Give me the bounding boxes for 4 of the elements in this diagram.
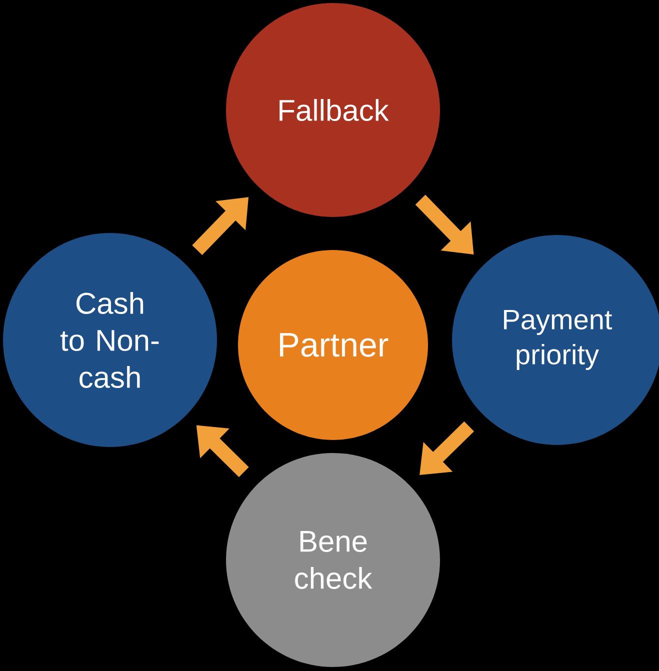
circle-node: Partner <box>238 250 428 440</box>
circle-node: Bene check <box>226 453 440 667</box>
circle-node: Fallback <box>226 3 440 217</box>
circle-node: Cash to Non-cash <box>3 233 217 447</box>
